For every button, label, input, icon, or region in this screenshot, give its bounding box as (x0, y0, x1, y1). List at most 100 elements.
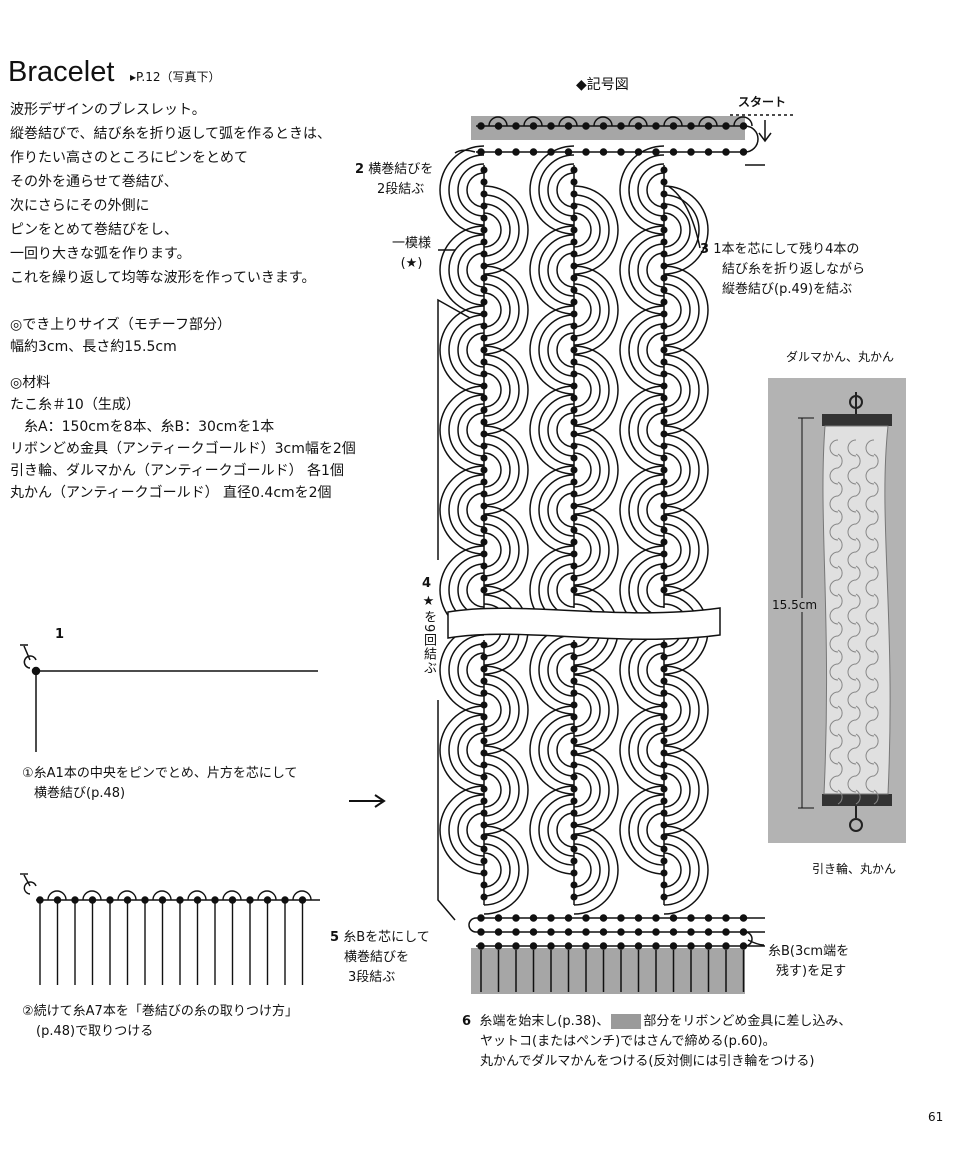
wave-arc (573, 345, 619, 435)
wave-arc (483, 745, 529, 835)
knot-dot (570, 797, 578, 805)
wave-arc (663, 834, 700, 906)
knot-dot (582, 914, 590, 922)
knot-dot (570, 226, 578, 234)
photo-wave (829, 495, 839, 513)
photo-wave (847, 523, 857, 541)
wave-arc (466, 572, 485, 608)
wave-arc (448, 394, 485, 466)
wave-arc (663, 363, 691, 417)
wave-arc (483, 834, 520, 906)
knot-dot (722, 122, 730, 130)
photo-wave (847, 551, 857, 569)
knot-dot (480, 893, 488, 901)
wave-arc (547, 163, 575, 217)
loop (152, 890, 172, 901)
wave-arc (538, 474, 575, 546)
wave-arc (663, 443, 691, 497)
wave-arc (529, 625, 575, 715)
intro-line: 一回り大きな弧を作ります。 (10, 246, 191, 262)
knot-dot (599, 942, 608, 950)
photo-wave (847, 607, 857, 625)
wave-arc (573, 452, 592, 488)
intro-line: ピンをとめて巻結びをし、 (10, 222, 178, 238)
wave-arc (547, 803, 575, 857)
photo-wave (847, 579, 857, 597)
shaded-top (471, 116, 745, 140)
wave-arc (573, 852, 592, 888)
knot-dot (564, 928, 573, 936)
wave-arc (637, 723, 665, 777)
knot-dot (704, 122, 713, 130)
photo-top-label: ダルマかん、丸かん (786, 350, 895, 364)
knot-dot (480, 466, 488, 474)
knot-dot (512, 122, 520, 130)
wave-arc (439, 465, 485, 555)
photo-wave (865, 579, 875, 597)
wave-arc (663, 505, 709, 595)
wave-arc (573, 194, 610, 266)
diamond-icon: ◆ (576, 77, 587, 93)
wave-arc (547, 723, 575, 777)
wave-arc (637, 243, 665, 297)
pattern-label: 一模様 (★) (392, 236, 432, 271)
knot-dot (570, 538, 578, 546)
knot-dot (193, 896, 202, 904)
wave-arc (573, 692, 592, 728)
material-item: リボンどめ金具（アンティークゴールド）3cm幅を2個 (10, 441, 356, 457)
photo-wave (837, 649, 843, 665)
knot-dot (477, 122, 485, 130)
knot-dot (722, 942, 730, 950)
wave-arc (466, 812, 485, 848)
wave-arc (663, 434, 700, 506)
wave-arc (448, 474, 485, 546)
photo-wave (837, 565, 843, 581)
knot-dot (477, 928, 485, 936)
knot-dot (660, 286, 668, 294)
knot-dot (652, 122, 660, 130)
knot-dot (570, 586, 578, 594)
wave-arc (439, 305, 485, 395)
knot-dot (570, 869, 578, 877)
wave-arc (628, 234, 665, 306)
wave-arc (573, 265, 619, 355)
wave-arc (628, 714, 665, 786)
wave-arc (529, 465, 575, 555)
wave-arc (538, 314, 575, 386)
photo-wave (873, 565, 879, 581)
wave-arc (573, 523, 601, 577)
knot-dot (564, 914, 573, 922)
wave-arc (483, 852, 502, 888)
wave-arc (483, 363, 511, 417)
knot-dot (570, 166, 578, 174)
turn (468, 917, 477, 933)
knot-dot (547, 122, 555, 130)
knot-dot (660, 773, 668, 781)
knot-dot (480, 514, 488, 522)
step1-diagram (20, 644, 318, 752)
step3-caption: 3 1本を芯にして残り4本の 結び糸を折り返しながら 縦巻結び(p.49)を結ぶ (700, 242, 866, 297)
wave-arc (628, 314, 665, 386)
knot-dot (634, 942, 643, 950)
wave-arc (663, 754, 700, 826)
wave-arc (663, 345, 709, 435)
photo-wave (837, 537, 843, 553)
wave-arc (646, 412, 665, 448)
photo-wave (847, 439, 857, 457)
shade-swatch (611, 1014, 642, 1029)
knot-dot (582, 122, 590, 130)
wave-arc (663, 523, 691, 577)
photo-wave (855, 649, 861, 665)
wave-arc (483, 292, 502, 328)
wave-arc (646, 652, 665, 688)
knot-dot (480, 526, 488, 534)
photo-wave (847, 719, 857, 737)
wave-arc (637, 563, 665, 617)
knot-dot (704, 148, 713, 156)
photo-wave (837, 733, 843, 749)
knot-dot (617, 928, 625, 936)
knot-dot (480, 737, 488, 745)
knot-dot (494, 928, 503, 936)
wave-arc (663, 532, 682, 568)
